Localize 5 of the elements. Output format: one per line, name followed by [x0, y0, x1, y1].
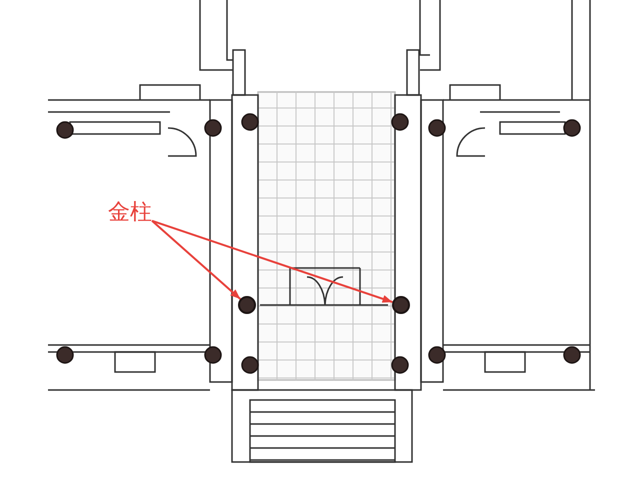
column [392, 296, 410, 314]
leader-arrow [152, 220, 393, 304]
column [238, 296, 256, 314]
leader-arrow [151, 220, 241, 300]
callout-label: 金柱 [108, 200, 152, 226]
